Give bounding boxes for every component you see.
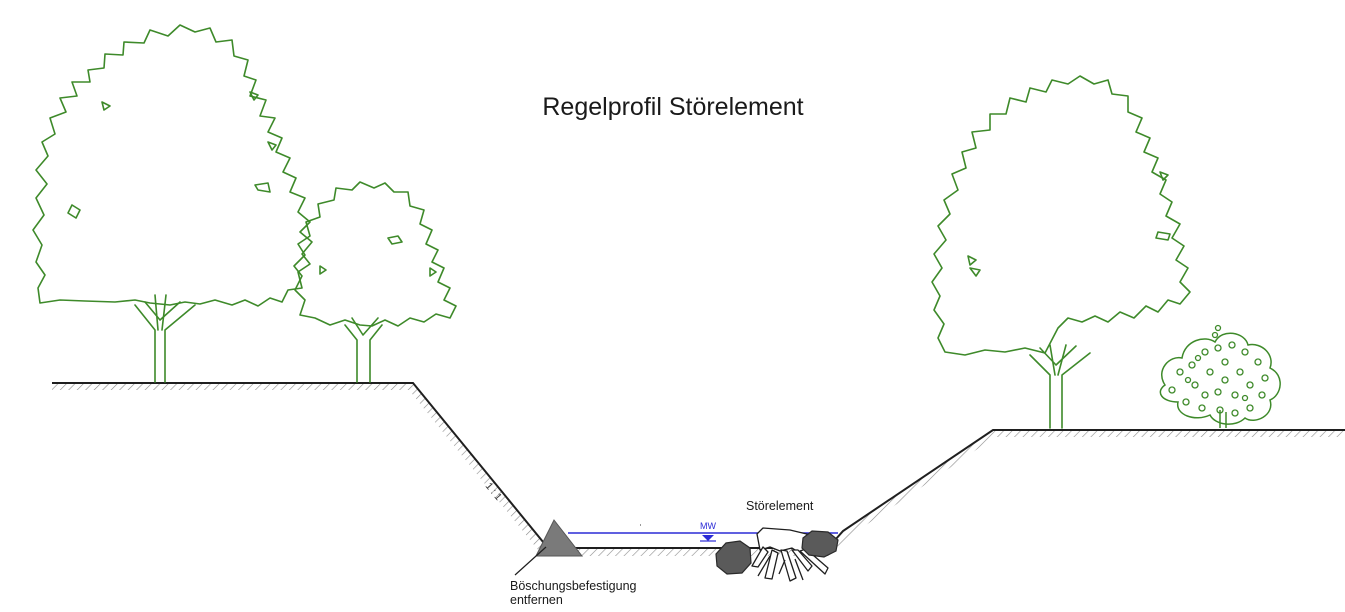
stone-icon	[801, 530, 839, 558]
water-level-symbol	[700, 535, 716, 542]
root-stump-icon	[751, 527, 829, 582]
bank-revetment-triangle	[535, 519, 584, 557]
revetment-label-line2: entfernen	[510, 593, 563, 607]
shrub-icon	[1159, 324, 1281, 428]
disturbance-element-label: Störelement	[746, 499, 814, 513]
tree-icon	[931, 75, 1191, 429]
stone-icon	[715, 540, 752, 575]
tree-icon	[293, 181, 457, 383]
terrain-line	[52, 382, 1345, 549]
water-level-label: MW	[700, 521, 716, 531]
revetment-label-line1: Böschungsbefestigung	[510, 579, 637, 593]
diagram-title: Regelprofil Störelement	[542, 93, 803, 121]
annotation-leader-line	[514, 546, 547, 576]
tree-icon	[32, 24, 313, 383]
ground-hatch	[52, 383, 1345, 556]
